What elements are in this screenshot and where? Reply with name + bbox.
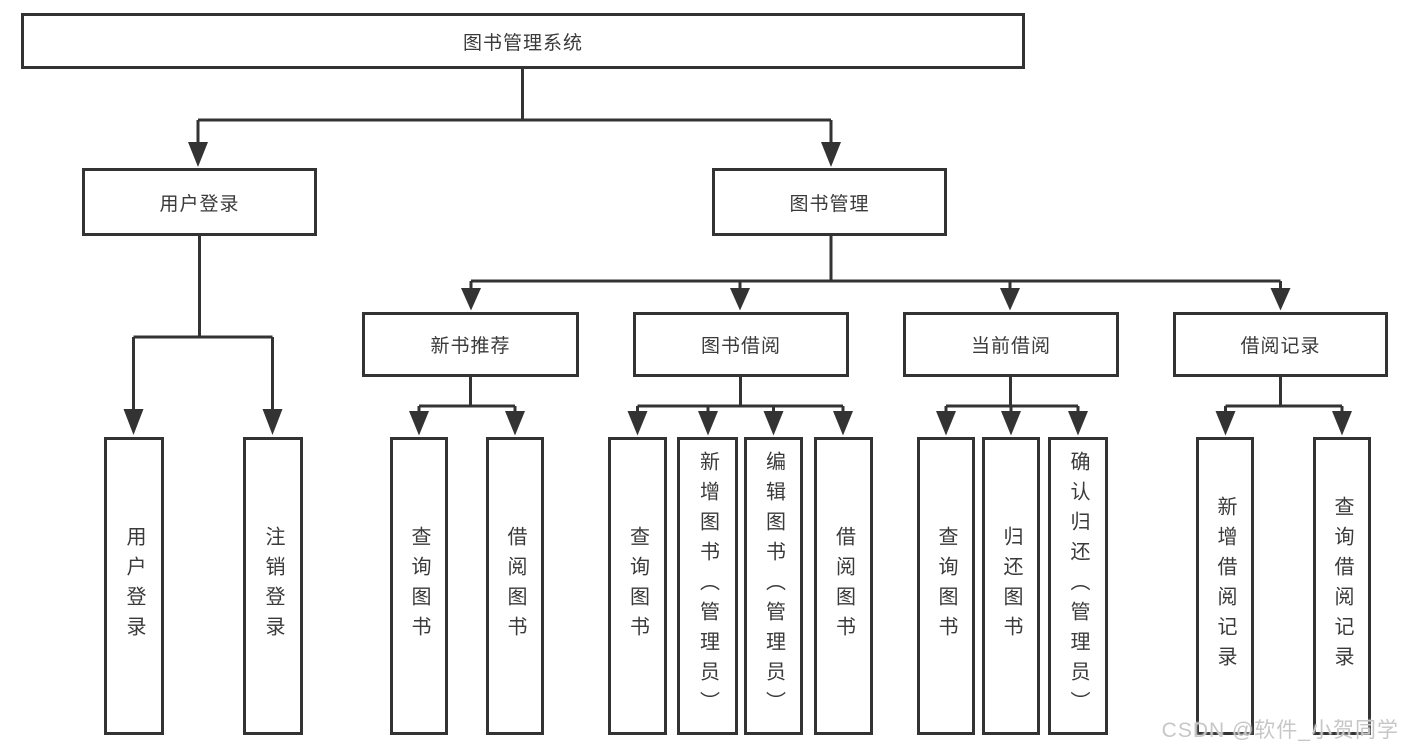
node-book-borrowing-label: 图书借阅 [700, 336, 781, 357]
leaf-query-borrow-record-label: 查询借阅记录 [1331, 496, 1353, 676]
connector-book-borrowing [627, 377, 853, 436]
leaf-add-borrow-record-label: 新增借阅记录 [1214, 496, 1236, 676]
connector-root [188, 68, 841, 167]
node-current-borrowing: 当前借阅 [903, 312, 1119, 377]
leaf-borrow-books-recommend-label: 借阅图书 [504, 526, 526, 646]
node-book-borrowing: 图书借阅 [633, 312, 849, 377]
leaf-query-books-borrow: 查询图书 [608, 437, 667, 735]
node-new-book-recommend: 新书推荐 [362, 312, 579, 377]
leaf-add-borrow-record: 新增借阅记录 [1196, 437, 1254, 735]
leaf-query-books-current: 查询图书 [917, 437, 975, 735]
node-book-management-label: 图书管理 [789, 193, 870, 215]
leaf-user-login-label: 用户登录 [123, 526, 145, 646]
node-user-login: 用户登录 [82, 168, 317, 236]
leaf-return-books-label: 归还图书 [1000, 526, 1022, 646]
node-system-label: 图书管理系统 [462, 32, 583, 54]
node-borrowing-records: 借阅记录 [1173, 312, 1388, 377]
leaf-borrow-books-recommend: 借阅图书 [486, 437, 544, 735]
leaf-logout-label: 注销登录 [262, 526, 284, 646]
leaf-edit-book-admin-label: 编辑图书（管理员） [762, 451, 785, 721]
leaf-return-books: 归还图书 [982, 437, 1040, 735]
leaf-query-borrow-record: 查询借阅记录 [1313, 437, 1371, 735]
connector-new-books [409, 377, 525, 436]
connector-user-login [123, 235, 283, 435]
node-system: 图书管理系统 [21, 13, 1025, 69]
node-borrowing-records-label: 借阅记录 [1240, 336, 1321, 357]
leaf-query-books-current-label: 查询图书 [935, 526, 957, 646]
leaf-borrow-books: 借阅图书 [814, 437, 873, 735]
leaf-add-book-admin: 新增图书（管理员） [677, 437, 738, 735]
leaf-logout: 注销登录 [243, 437, 303, 735]
leaf-edit-book-admin: 编辑图书（管理员） [744, 437, 803, 735]
connector-borrowing-records [1215, 377, 1352, 436]
leaf-borrow-books-label: 借阅图书 [832, 526, 855, 646]
node-book-management: 图书管理 [712, 168, 947, 236]
node-user-login-label: 用户登录 [159, 193, 240, 215]
leaf-add-book-admin-label: 新增图书（管理员） [696, 451, 719, 721]
leaf-query-books-borrow-label: 查询图书 [626, 526, 649, 646]
node-current-borrowing-label: 当前借阅 [970, 336, 1051, 357]
watermark: CSDN @软件_小贺同学 [1161, 719, 1399, 742]
leaf-confirm-return-admin: 确认归还（管理员） [1048, 437, 1108, 735]
connector-book-management [461, 235, 1291, 311]
connector-current-borrowing [936, 377, 1088, 436]
leaf-user-login: 用户登录 [104, 437, 164, 735]
node-new-book-recommend-label: 新书推荐 [430, 336, 511, 357]
leaf-query-books-recommend-label: 查询图书 [408, 526, 430, 646]
leaf-query-books-recommend: 查询图书 [390, 437, 448, 735]
leaf-confirm-return-admin-label: 确认归还（管理员） [1067, 451, 1089, 721]
